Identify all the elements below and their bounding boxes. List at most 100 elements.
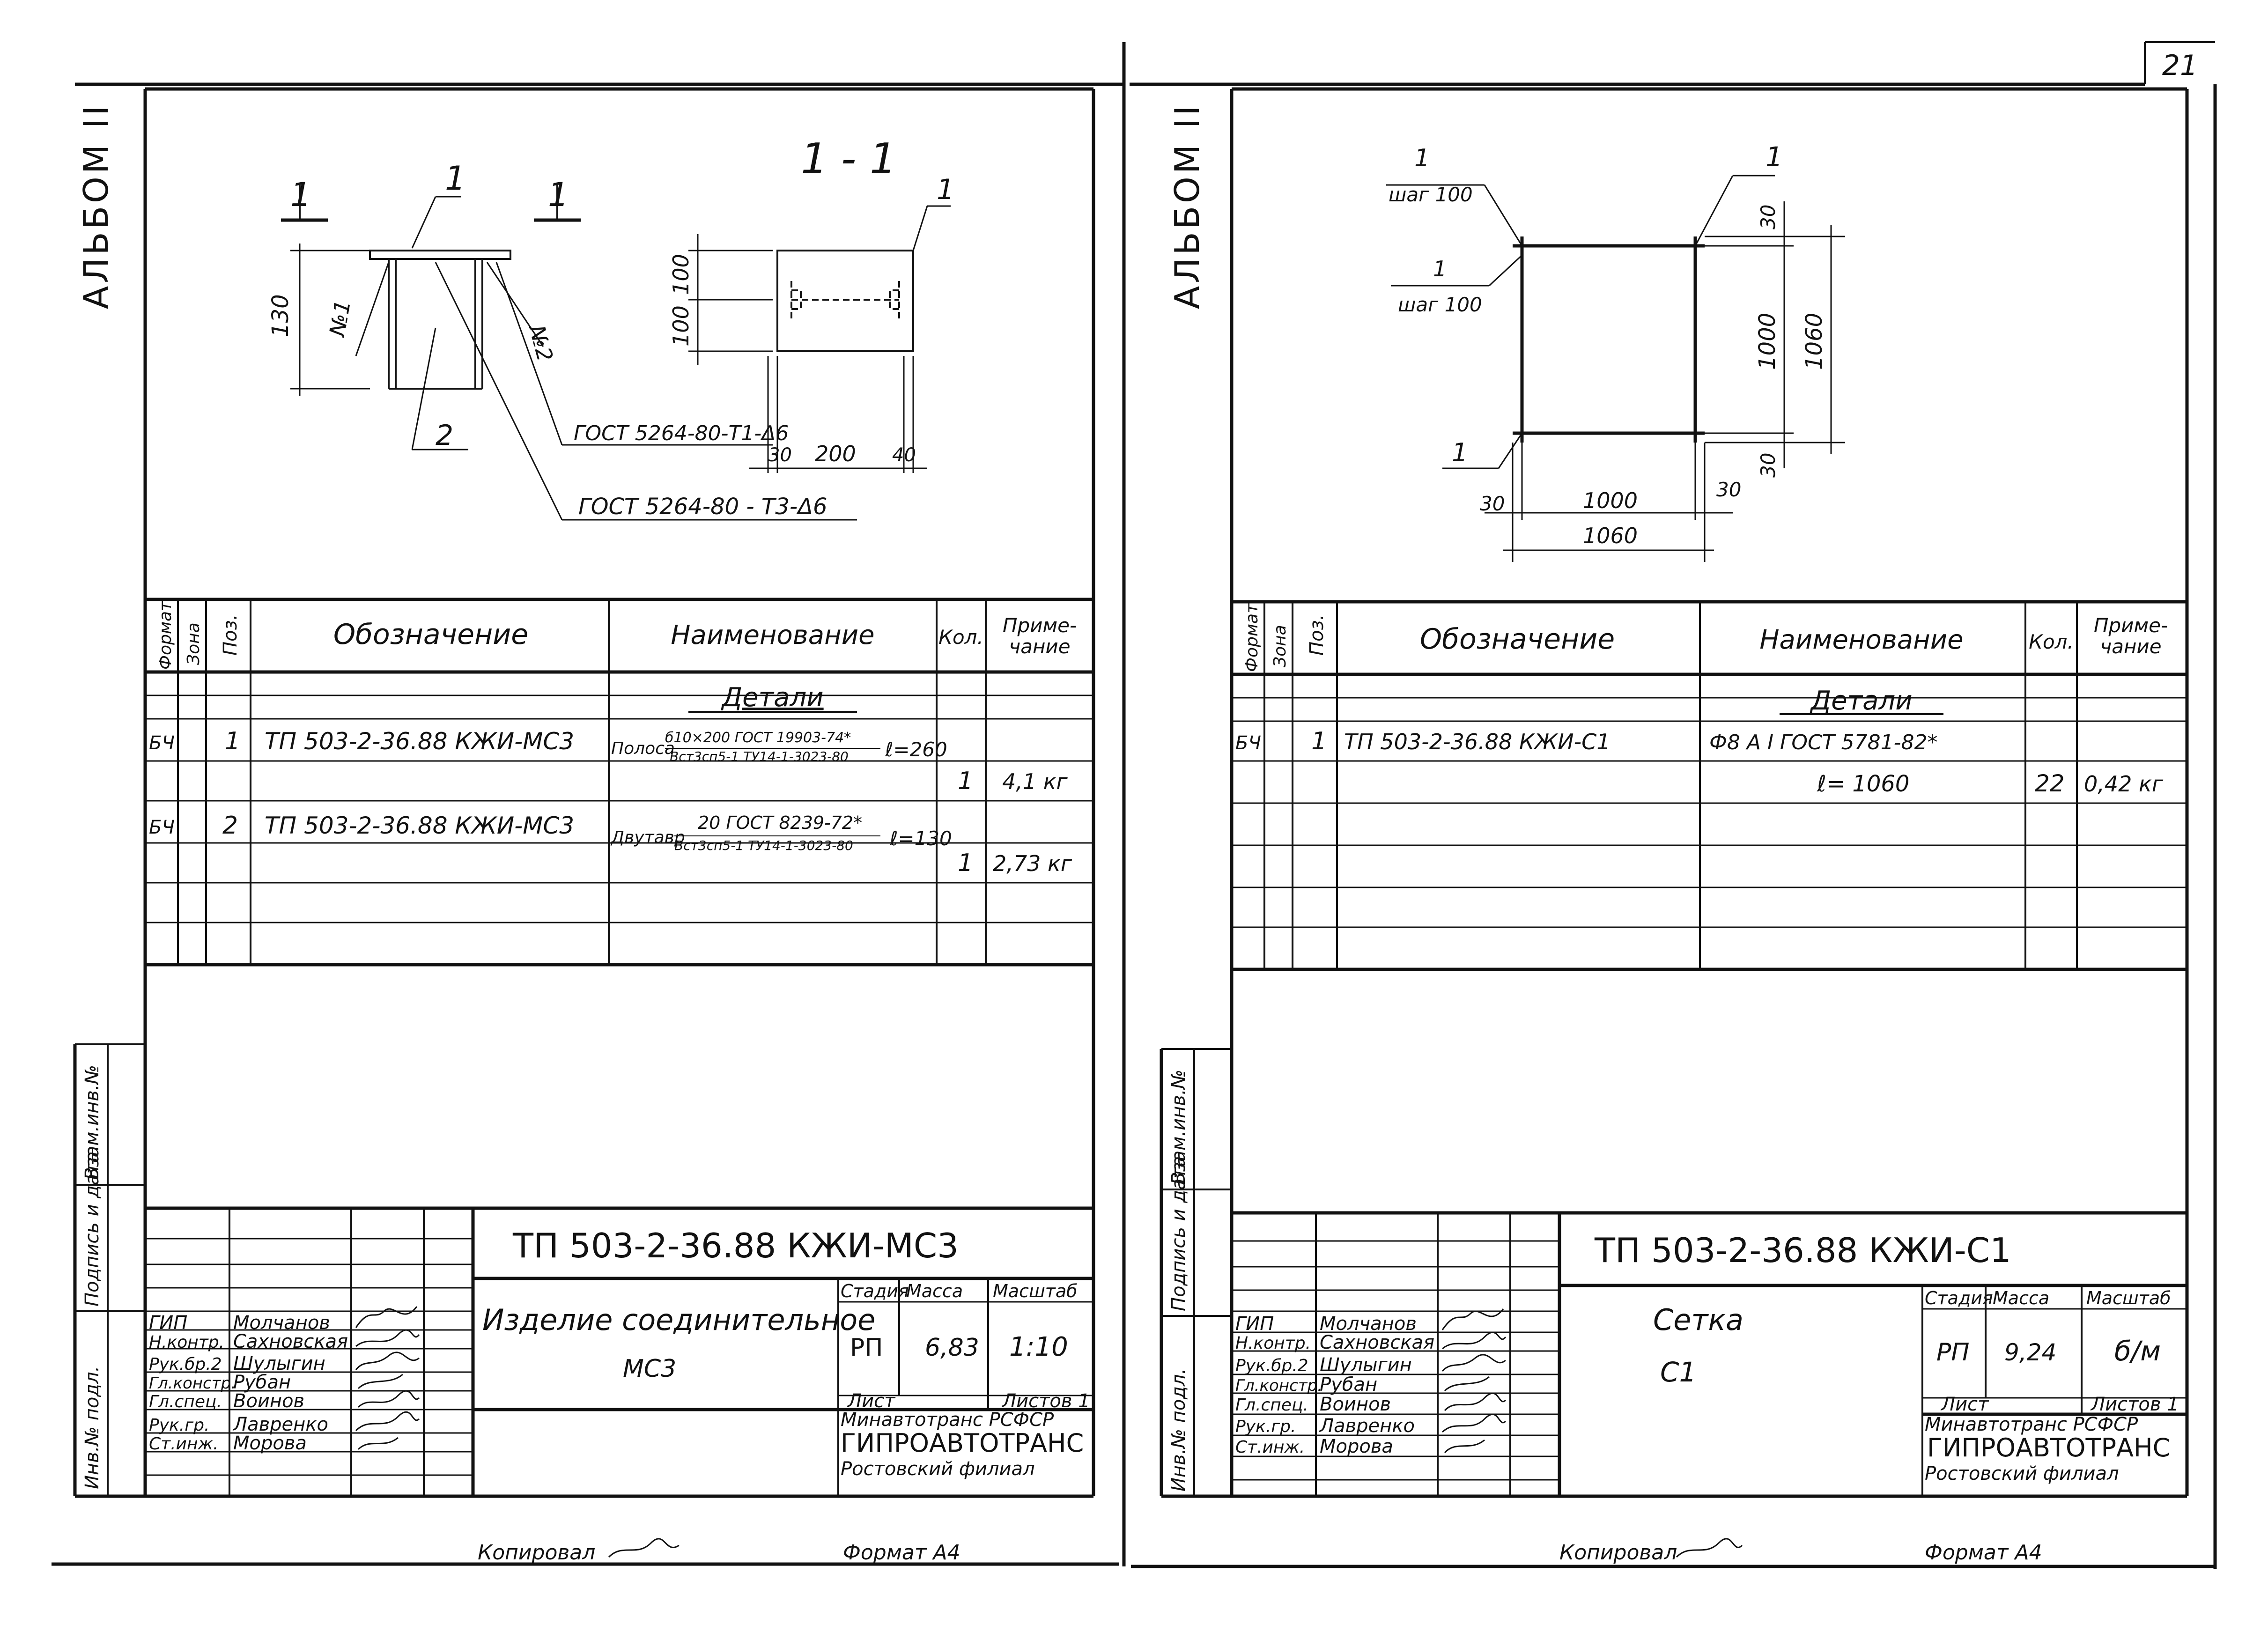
person-role: Гл.спец. [1235,1396,1308,1415]
stamp-sheets-label: Листов 1 [2090,1394,2179,1415]
margin-inv-podl-right: Инв.№ подл. [1168,1368,1189,1492]
row1-note: 4,1 кг [1002,769,1068,794]
person-role: Рук.гр. [149,1416,209,1435]
footer-format-left: Формат А4 [843,1541,960,1565]
dim-30-top: 30 [1757,205,1780,229]
margin-vzam-left: Взам.инв.№ [81,1065,103,1180]
album-label-left: АЛЬБОМ II [76,103,116,309]
person-name: Шулыгин [233,1353,325,1374]
right-title-block: ТП 503-2-36.88 КЖИ-С1 Сетка С1 Стадия Ма… [1232,1211,2187,1496]
mc3-elevation: 1 1 130 1 2 [267,159,857,521]
row2-pos: 2 [222,812,238,840]
stamp-item-name-2: С1 [1660,1356,1696,1388]
row2-format: БЧ [149,817,175,838]
group-details: Детали [1809,686,1912,716]
people-list-right: ГИП Молчанов Н.контр. Сахновская Рук.бр.… [1235,1313,1434,1457]
stamp-item-name-1: Изделие соединительное [482,1303,875,1337]
person-name: Сахновская [1320,1332,1434,1353]
hdr-oboznachenie: Обозначение [333,618,528,651]
stamp-stage-label: Стадия [841,1281,909,1301]
person-name: Лавренко [232,1414,328,1435]
row1-designation: ТП 503-2-36.88 КЖИ-МС3 [265,728,574,755]
footer-format-right: Формат А4 [1925,1541,2042,1565]
person-role: Гл.констр. [149,1374,236,1393]
stamp-stage: РП [1936,1338,1969,1366]
row2-name: Двутавр [610,828,685,847]
right-spec-table: Формат Зона Поз. Обозначение Наименовани… [1232,600,2187,971]
row1-frac-bot: Вст3сп5-1 ТУ14-1-3023-80 [670,749,849,764]
dim-1060-vertical: 1060 [1801,313,1827,370]
dim-1000-vertical: 1000 [1754,313,1780,370]
person-name: Сахновская [233,1331,348,1352]
footer-copied-signature-left [608,1538,680,1558]
dim-100-a: 100 [668,254,694,295]
row1-qty: 1 [958,767,973,795]
mesh-c1-drawing: 1 шаг 100 1 шаг 100 1 1 30 1000 1060 30 [1386,141,1845,562]
hdr-naimenovanie: Наименование [671,620,874,650]
row1-format: БЧ [149,732,175,754]
mesh-callout-top-step: шаг 100 [1389,183,1473,206]
section-callout-1: 1 [937,173,954,206]
dim-1060-horizontal: 1060 [1583,523,1638,548]
mesh-callout-right: 1 [1766,141,1783,173]
stamp-org-3: Ростовский филиал [1925,1463,2119,1484]
section-1-1: 1 - 1 1 100 100 30 200 40 [668,134,954,473]
mesh-callout-mid-step: шаг 100 [1398,293,1482,316]
hdr-format: Формат [156,601,175,670]
stamp-item-name-1: Сетка [1653,1303,1743,1337]
person-name: Лавренко [1319,1415,1415,1437]
person-role: Рук.бр.2 [149,1355,222,1374]
dim-200: 200 [815,441,856,466]
row1-length: ℓ=260 [885,738,947,761]
row2-qty: 1 [958,849,973,877]
row1-length: ℓ= 1060 [1817,771,1909,797]
stamp-scale: б/м [2114,1335,2161,1367]
people-list-left: ГИП Молчанов Н.контр. Сахновская Рук.бр.… [149,1312,348,1454]
footer-copied-left: Копировал [478,1541,595,1565]
person-name: Рубан [233,1372,291,1393]
footer-copied-signature-right [1676,1538,1743,1558]
album-label-right: АЛЬБОМ II [1167,103,1207,309]
stamp-org-2: ГИПРОАВТОТРАНС [1927,1433,2170,1462]
signatures-right [1441,1308,1507,1454]
row1-name: Ф8 А I ГОСТ 5781-82* [1709,731,1937,754]
hdr-note-2: чание [2100,635,2161,658]
callout-pos-1: 1 [445,159,466,198]
stamp-mass-label: Масса [1993,1288,2049,1308]
stamp-mass-label: Масса [906,1281,963,1301]
footer-copied-right: Копировал [1559,1541,1677,1565]
hdr-kol: Кол. [938,626,983,649]
page-number: 21 [2162,49,2198,82]
person-name: Морова [233,1433,307,1454]
hdr-format: Формат [1242,603,1262,672]
margin-podpis-right: Подпись и дата [1168,1156,1189,1311]
hdr-pos: Поз. [1306,614,1328,656]
person-role: Н.контр. [1235,1334,1311,1353]
row1-name: Полоса [611,739,675,758]
person-name: Молчанов [233,1312,330,1334]
dim-1000-horizontal: 1000 [1583,488,1638,513]
stamp-scale: 1:10 [1009,1332,1068,1362]
mesh-callout-mid: 1 [1433,256,1447,281]
stamp-mass: 6,83 [925,1334,979,1362]
hdr-note: Приме- [2094,614,2168,637]
row1-note: 0,42 кг [2084,771,2164,797]
dim-130: 130 [267,294,294,337]
weld-spec-t3: ГОСТ 5264-80 - Т3-Δ6 [578,494,827,520]
stamp-sheet-label: Лист [847,1390,896,1412]
stamp-mass: 9,24 [2004,1339,2056,1366]
row1-pos: 1 [1311,727,1327,755]
stamp-org-2: ГИПРОАВТОТРАНС [841,1428,1084,1458]
stamp-scale-label: Масштаб [993,1281,1078,1301]
dim-100-b: 100 [668,305,694,347]
margin-inv-podl-left: Инв.№ подл. [81,1366,103,1489]
row1-qty: 22 [2035,770,2065,797]
hdr-note-2: чание [1009,635,1070,658]
person-role: Ст.инж. [1235,1438,1305,1457]
stamp-org-3: Ростовский филиал [841,1458,1035,1480]
row1-pos: 1 [225,727,240,755]
hdr-kol: Кол. [2029,630,2074,653]
hdr-zona: Зона [1271,625,1290,667]
weld-n1-label: №1 [324,298,355,340]
